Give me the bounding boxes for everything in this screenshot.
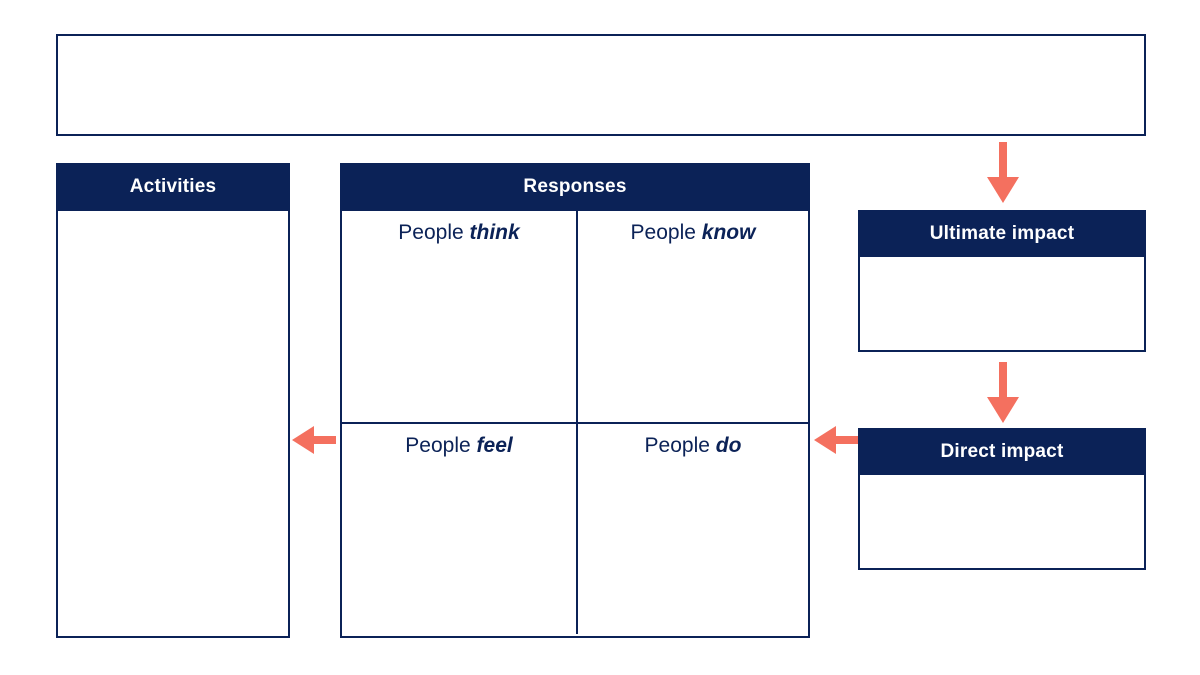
direct-impact-body[interactable] <box>858 475 1146 570</box>
activities-header-label: Activities <box>129 176 217 197</box>
activities-content <box>58 211 288 231</box>
arrow-down-icon-topbar-to-ultimate <box>987 142 1019 203</box>
activities-header: Activities <box>56 163 290 211</box>
quadrant-prefix: People <box>630 221 696 244</box>
responses-body: People think People know People feel Peo… <box>340 211 810 638</box>
quadrant-emphasis: think <box>469 221 520 244</box>
ultimate-impact-header-label: Ultimate impact <box>929 222 1075 244</box>
direct-impact-header-label: Direct impact <box>940 440 1064 462</box>
top-bar-content <box>58 36 1144 56</box>
quadrant-prefix: People <box>398 221 464 244</box>
activities-body[interactable] <box>56 211 290 638</box>
quadrant-people-know[interactable]: People know <box>578 211 808 422</box>
quadrant-people-feel[interactable]: People feel <box>342 424 576 634</box>
ultimate-impact-content <box>860 257 1144 277</box>
responses-header: Responses <box>340 163 810 211</box>
quadrant-people-think[interactable]: People think <box>342 211 576 422</box>
arrow-left-icon-responses-to-activities <box>292 426 336 454</box>
responses-header-label: Responses <box>523 176 627 197</box>
quadrant-label-think: People think <box>398 221 519 422</box>
quadrant-emphasis: feel <box>476 434 513 457</box>
quadrant-people-do[interactable]: People do <box>578 424 808 634</box>
quadrant-emphasis: do <box>715 434 742 457</box>
arrow-left-icon-direct-to-responses <box>814 426 858 454</box>
quadrant-prefix: People <box>405 434 471 457</box>
quadrant-label-know: People know <box>631 221 756 422</box>
direct-impact-content <box>860 475 1144 495</box>
quadrant-label-feel: People feel <box>405 434 512 634</box>
quadrant-label-do: People do <box>645 434 742 634</box>
quadrant-emphasis: know <box>701 221 756 244</box>
ultimate-impact-header: Ultimate impact <box>858 210 1146 257</box>
arrow-down-icon-ultimate-to-direct <box>987 362 1019 423</box>
top-bar-box[interactable] <box>56 34 1146 136</box>
ultimate-impact-body[interactable] <box>858 257 1146 352</box>
responses-horizontal-divider <box>342 422 808 424</box>
direct-impact-header: Direct impact <box>858 428 1146 475</box>
quadrant-prefix: People <box>644 434 710 457</box>
